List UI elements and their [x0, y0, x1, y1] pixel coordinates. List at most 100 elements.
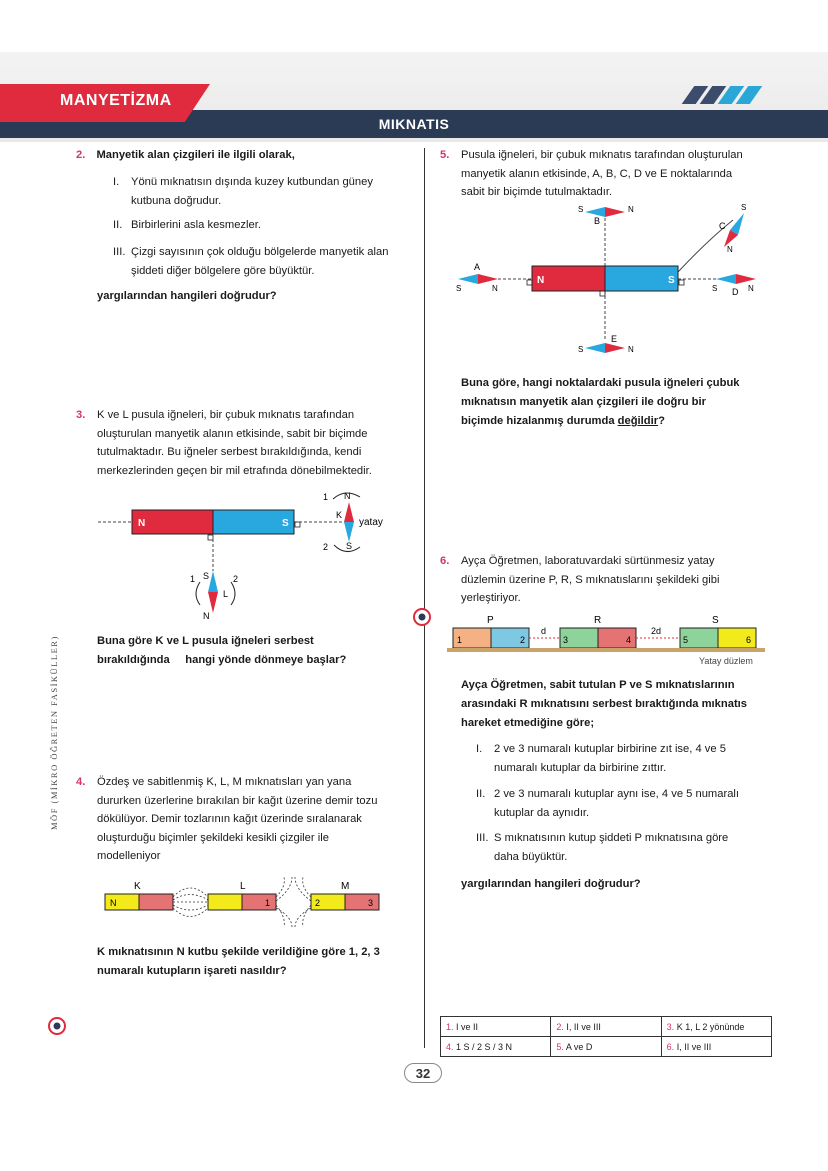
q2-item-1-line1: Yönü mıknatısın dışında kuzey kutbundan … — [131, 176, 373, 188]
magnet-l-label: L — [240, 881, 246, 892]
pole-3-label: 3 — [563, 635, 568, 645]
pole-label-s: S — [668, 275, 675, 286]
compass-d-south — [716, 274, 736, 284]
q5-ask-3b: değildir — [617, 415, 659, 427]
q4-line: Özdeş ve sabitlenmiş K, L, M mıknatıslar… — [97, 776, 352, 788]
q2-ask: yargılarından hangileri doğrudur? — [97, 290, 277, 302]
publisher-logo-icon — [48, 1017, 66, 1035]
q4-number: 4. — [76, 776, 86, 788]
q2-number: 2. — [76, 149, 86, 161]
q6-item-1-line2: numaralı kutuplar da birbirine zıttır. — [494, 761, 667, 774]
compass-b-north — [605, 207, 625, 217]
q6-ask: yargılarından hangileri doğrudur? — [461, 878, 641, 890]
q4-line: dökülüyor. Demir tozlarının kağıt üzerin… — [97, 813, 362, 826]
q2-stem: Manyetik alan çizgileri ile ilgili olara… — [96, 149, 295, 161]
compass-l-s-label: S — [203, 571, 209, 581]
magnet-p-label: P — [487, 615, 494, 626]
compass-k-n-label: N — [344, 491, 351, 501]
field-lines-l-m — [275, 876, 312, 928]
compass-a-south — [458, 274, 478, 284]
topic-title: MIKNATIS — [378, 116, 450, 132]
answer-number: 5. — [556, 1041, 564, 1052]
q4-ask-2: numaralı kutupların işareti nasıldır? — [97, 965, 287, 977]
answer-cell: 3. K 1, L 2 yönünde — [660, 1016, 773, 1037]
magnet-k-label: K — [134, 881, 141, 892]
magnet-m-label: M — [341, 881, 349, 892]
q4-ask-1: K mıknatısının N kutbu şekilde verildiği… — [97, 946, 380, 958]
q2-item-1-line2: kutbuna doğrudur. — [131, 194, 222, 207]
q6-item-2-line1: 2 ve 3 numaralı kutuplar aynı ise, 4 ve … — [494, 788, 740, 800]
q5-ask-3a: biçimde hizalanmış durumda — [461, 415, 618, 427]
answer-text: I, II ve III — [676, 1041, 712, 1052]
compass-l-n-label: N — [203, 611, 210, 621]
answer-text: 1 S / 2 S / 3 N — [456, 1041, 513, 1052]
q6-item-3-line2: daha büyüktür. — [494, 850, 568, 863]
q5-number: 5. — [440, 149, 450, 161]
plane-label: Yatay düzlem — [699, 656, 753, 666]
pole-label-n: N — [138, 518, 145, 529]
needle-s-label: S — [741, 203, 746, 212]
answer-cell: 6. I, II ve III — [660, 1036, 773, 1057]
answer-number: 3. — [666, 1021, 675, 1032]
point-d-label: D — [732, 287, 739, 297]
magnet-m-right — [344, 893, 380, 911]
q6-item-3-line1: S mıknatısının kutup şiddeti P mıknatısı… — [494, 832, 729, 844]
direction-2-label: 2 — [233, 574, 238, 584]
compass-d-north — [736, 274, 756, 284]
distance-2d-label: 2d — [651, 626, 661, 636]
field-lines-k-l — [172, 887, 209, 917]
answer-key-table: 1. I ve II 2. I, II ve III 3. K 1, L 2 y… — [439, 1016, 773, 1057]
q5-ask-3: biçimde hizalanmış durumda değildir? — [461, 412, 665, 431]
needle-s-label: S — [456, 284, 461, 293]
point-b-label: B — [594, 216, 600, 226]
q6-figure: P R S d 2d 1 2 3 4 5 6 Yatay düzlem — [447, 615, 765, 666]
q4-figure: K L M N 1 2 3 — [104, 876, 380, 928]
answer-cell: 2. I, II ve III — [550, 1016, 662, 1037]
compass-e-south — [585, 343, 605, 353]
roman-numeral: III. — [476, 832, 489, 844]
publisher-logo-icon — [413, 608, 431, 626]
q6-bold-3: hareket etmediğine göre; — [461, 717, 595, 729]
q3-ask-2: bırakıldığında hangi yönde dönmeye başla… — [97, 654, 347, 666]
rotation-arrow-2 — [333, 544, 361, 552]
unit-banner: MANYETİZMA — [0, 84, 210, 122]
q2-item-3-line2: şiddeti diğer bölgelere göre büyüktür. — [131, 264, 315, 277]
needle-s-label: S — [578, 345, 583, 354]
side-series-text: MÖF (MİKRO ÖĞRETEN FASİKÜLLER) — [49, 635, 59, 830]
answer-text: K 1, L 2 yönünde — [676, 1021, 745, 1032]
q4-line: dururken üzerlerine bırakılan bir kağıt … — [97, 794, 378, 807]
pole-1-label: 1 — [457, 635, 462, 645]
answer-number: 4. — [446, 1041, 454, 1052]
magnet-l-right — [241, 893, 277, 911]
q3-line: oluşturulan manyetik alanın etkisinde, s… — [97, 427, 368, 440]
compass-e-north — [605, 343, 625, 353]
q5-line: Pusula iğneleri, bir çubuk mıknatıs tara… — [461, 149, 743, 161]
point-c-label: C — [719, 221, 726, 231]
q5-line: manyetik alanın etkisinde, A, B, C, D ve… — [461, 167, 733, 180]
needle-n-label: N — [748, 284, 754, 293]
q6-line: düzlemin üzerine P, R, S mıknatıslarını … — [461, 573, 720, 586]
q6-number: 6. — [440, 555, 450, 567]
q3-ask-1: Buna göre K ve L pusula iğneleri serbest — [97, 635, 314, 647]
roman-numeral: I. — [113, 176, 120, 188]
pole-label-n: N — [537, 275, 544, 286]
compass-l-label: L — [223, 589, 228, 599]
rotation-arrow-1 — [332, 492, 361, 500]
answer-cell: 5. A ve D — [550, 1036, 662, 1057]
q4-line: oluşturduğu biçimler şekildeki kesikli ç… — [97, 831, 329, 844]
right-angle-mark — [294, 521, 301, 528]
compass-k-s-label: S — [346, 541, 352, 551]
compass-b-south — [585, 207, 605, 217]
answer-text: A ve D — [565, 1041, 593, 1052]
q6-item-1-line1: 2 ve 3 numaralı kutuplar birbirine zıt i… — [494, 743, 726, 755]
roman-numeral: III. — [113, 246, 126, 258]
q2-stem-row: 2. Manyetik alan çizgileri ile ilgili ol… — [76, 146, 295, 165]
answer-number: 6. — [666, 1041, 675, 1052]
bar-magnet-north — [131, 509, 214, 535]
bar-magnet-south — [604, 265, 679, 292]
answer-text: I ve II — [456, 1021, 479, 1032]
rotation-arrow-1 — [195, 581, 201, 606]
q6-bold-1: Ayça Öğretmen, sabit tutulan P ve S mıkn… — [461, 679, 735, 691]
pole-n-label: N — [110, 898, 117, 908]
q4-line: modelleniyor — [97, 850, 161, 863]
